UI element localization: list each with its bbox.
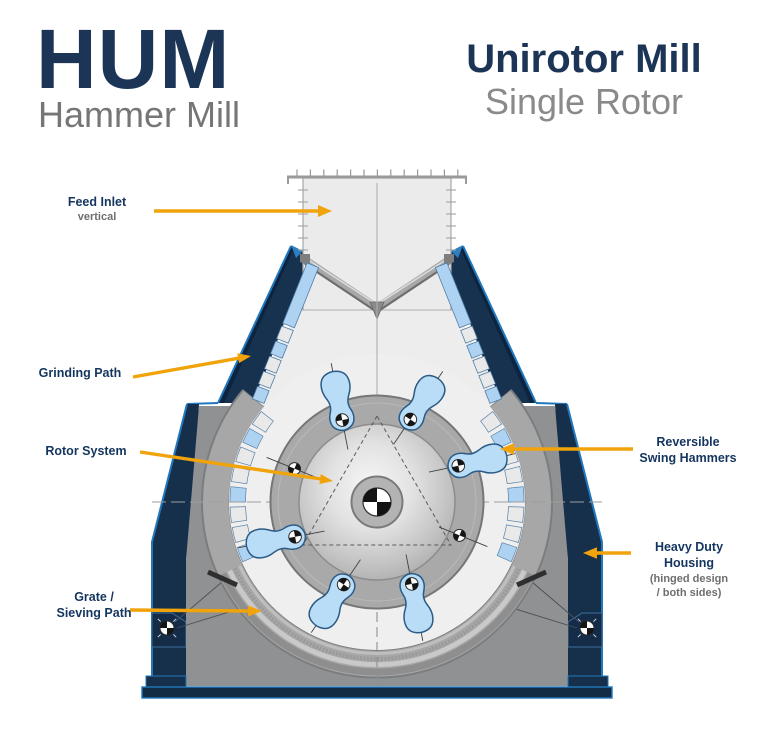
feed-inlet-arrow [154, 205, 332, 217]
hinge-bolt [577, 618, 597, 638]
spare-pin [266, 457, 316, 478]
label-grinding-path: Grinding Path [38, 366, 122, 380]
flange-ticks [296, 169, 459, 251]
label-grate-sieving: Grate / Sieving Path [56, 590, 132, 621]
grate-sieving-arrow [129, 605, 262, 617]
logo-text: HUM [36, 12, 231, 106]
spare-pin [438, 526, 488, 547]
label-rotor-system: Rotor System [45, 444, 127, 458]
label-arrows [129, 205, 633, 617]
swing-hammer [238, 519, 325, 562]
swing-hammer [428, 440, 516, 483]
swing-hammer [303, 559, 363, 635]
pin-circle-triangle [302, 414, 452, 546]
logo-subtitle: Hammer Mill [38, 94, 240, 135]
heavy-duty-housing-arrow [583, 547, 631, 559]
housing-left-panel [186, 245, 307, 405]
swing-hammer [394, 554, 437, 641]
label-feed-inlet-sub: vertical [77, 211, 117, 224]
housing-right-panel [447, 245, 568, 405]
label-feed-inlet: Feed Inlet vertical [42, 194, 152, 225]
label-heavy-duty-housing: Heavy Duty Housing (hinged design / both… [649, 540, 729, 599]
hammer-pivot-pin [404, 577, 419, 591]
hammer-pivot-pin [336, 577, 351, 592]
swing-hammers-arrow [500, 443, 633, 455]
rotor [238, 363, 516, 641]
hinge-bolt [157, 618, 177, 638]
grate-edge-bars [206, 569, 548, 588]
rotor-shaft-center-mark [350, 475, 404, 529]
grinding-path-lining [229, 262, 525, 563]
swing-hammer [317, 363, 360, 450]
title-block: Unirotor Mill Single Rotor [414, 38, 754, 122]
housing-base [141, 675, 613, 699]
diagram-subtitle: Single Rotor [484, 81, 684, 122]
hammer-pivot-pin [288, 529, 302, 544]
grinding-path-arrow [132, 353, 251, 379]
diagram-title: Unirotor Mill [466, 37, 702, 81]
rotor-system-arrow [139, 450, 333, 484]
hammer-pivot-pin [403, 412, 418, 427]
hammer-pivot-pin [451, 459, 466, 473]
swing-hammer [391, 369, 451, 445]
label-swing-hammers: Reversible Swing Hammers [639, 435, 737, 466]
hammer-pivot-pin [335, 413, 350, 427]
label-feed-inlet-title: Feed Inlet [67, 195, 127, 209]
